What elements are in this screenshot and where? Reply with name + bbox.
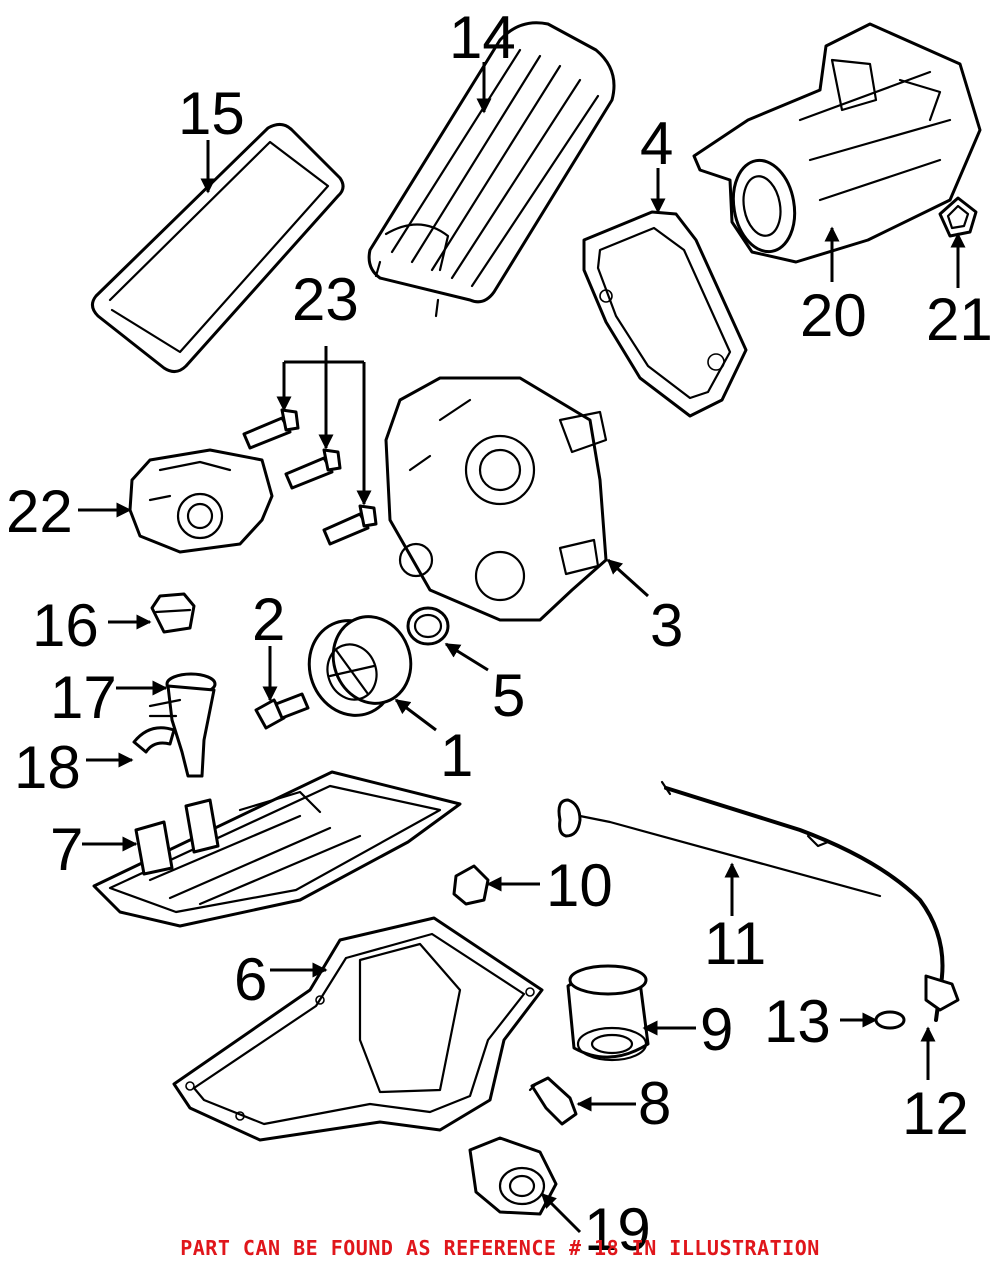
oil-filter-part[interactable]	[566, 964, 650, 1062]
callout-12: 12	[902, 1080, 969, 1147]
drain-plug-part[interactable]	[452, 864, 490, 906]
callout-23: 23	[292, 266, 359, 333]
timing-cover-gasket-part[interactable]	[582, 210, 748, 418]
callout-19: 19	[584, 1196, 651, 1263]
dipstick-tube-o-ring-part[interactable]	[874, 1010, 906, 1030]
timing-cover-part[interactable]	[384, 376, 608, 622]
timing-cover-bolts-part[interactable]	[242, 408, 378, 546]
filler-tube-seal-part[interactable]	[132, 726, 176, 754]
callout-13: 13	[764, 988, 831, 1055]
oil-filler-cap-part[interactable]	[150, 592, 196, 634]
oil-filter-adapter-part[interactable]	[468, 1136, 558, 1216]
callout-17: 17	[50, 664, 117, 731]
callout-5: 5	[492, 662, 525, 729]
callout-14: 14	[449, 4, 516, 71]
callout-10: 10	[546, 852, 613, 919]
damper-bolt-part[interactable]	[254, 692, 310, 730]
leader-lines	[78, 62, 966, 1234]
callout-9: 9	[700, 996, 733, 1063]
callout-15: 15	[178, 80, 245, 147]
oil-pressure-sensor-part[interactable]	[528, 1076, 578, 1126]
reference-note: PART CAN BE FOUND AS REFERENCE # 18 IN I…	[180, 1236, 820, 1260]
callout-7: 7	[50, 816, 83, 883]
oil-dipstick-part[interactable]	[557, 798, 882, 898]
callout-4: 4	[640, 110, 673, 177]
callout-18: 18	[14, 734, 81, 801]
intake-seal-part[interactable]	[938, 196, 978, 238]
intake-manifold-part[interactable]	[692, 22, 982, 264]
callout-2: 2	[252, 586, 285, 653]
callout-3: 3	[650, 592, 683, 659]
callout-21: 21	[926, 286, 993, 353]
callout-22: 22	[6, 478, 73, 545]
front-crank-seal-part[interactable]	[406, 606, 450, 646]
oil-pan-part[interactable]	[172, 916, 544, 1142]
valve-cover-part[interactable]	[367, 21, 616, 318]
callout-8: 8	[638, 1070, 671, 1137]
valve-cover-gasket-part[interactable]	[91, 123, 345, 373]
callout-1: 1	[440, 722, 473, 789]
callout-16: 16	[32, 592, 99, 659]
oil-pump-part[interactable]	[128, 448, 274, 554]
callout-20: 20	[800, 282, 867, 349]
windage-tray-part[interactable]	[92, 770, 462, 928]
callout-6: 6	[234, 946, 267, 1013]
vibration-damper-part[interactable]	[296, 606, 423, 728]
callout-labels: 14 15 4 20 21 23 22 3 16 2 5 17 1 18 7 1…	[6, 4, 993, 1263]
callout-11: 11	[704, 910, 766, 977]
dipstick-tube-part[interactable]	[660, 780, 960, 1022]
